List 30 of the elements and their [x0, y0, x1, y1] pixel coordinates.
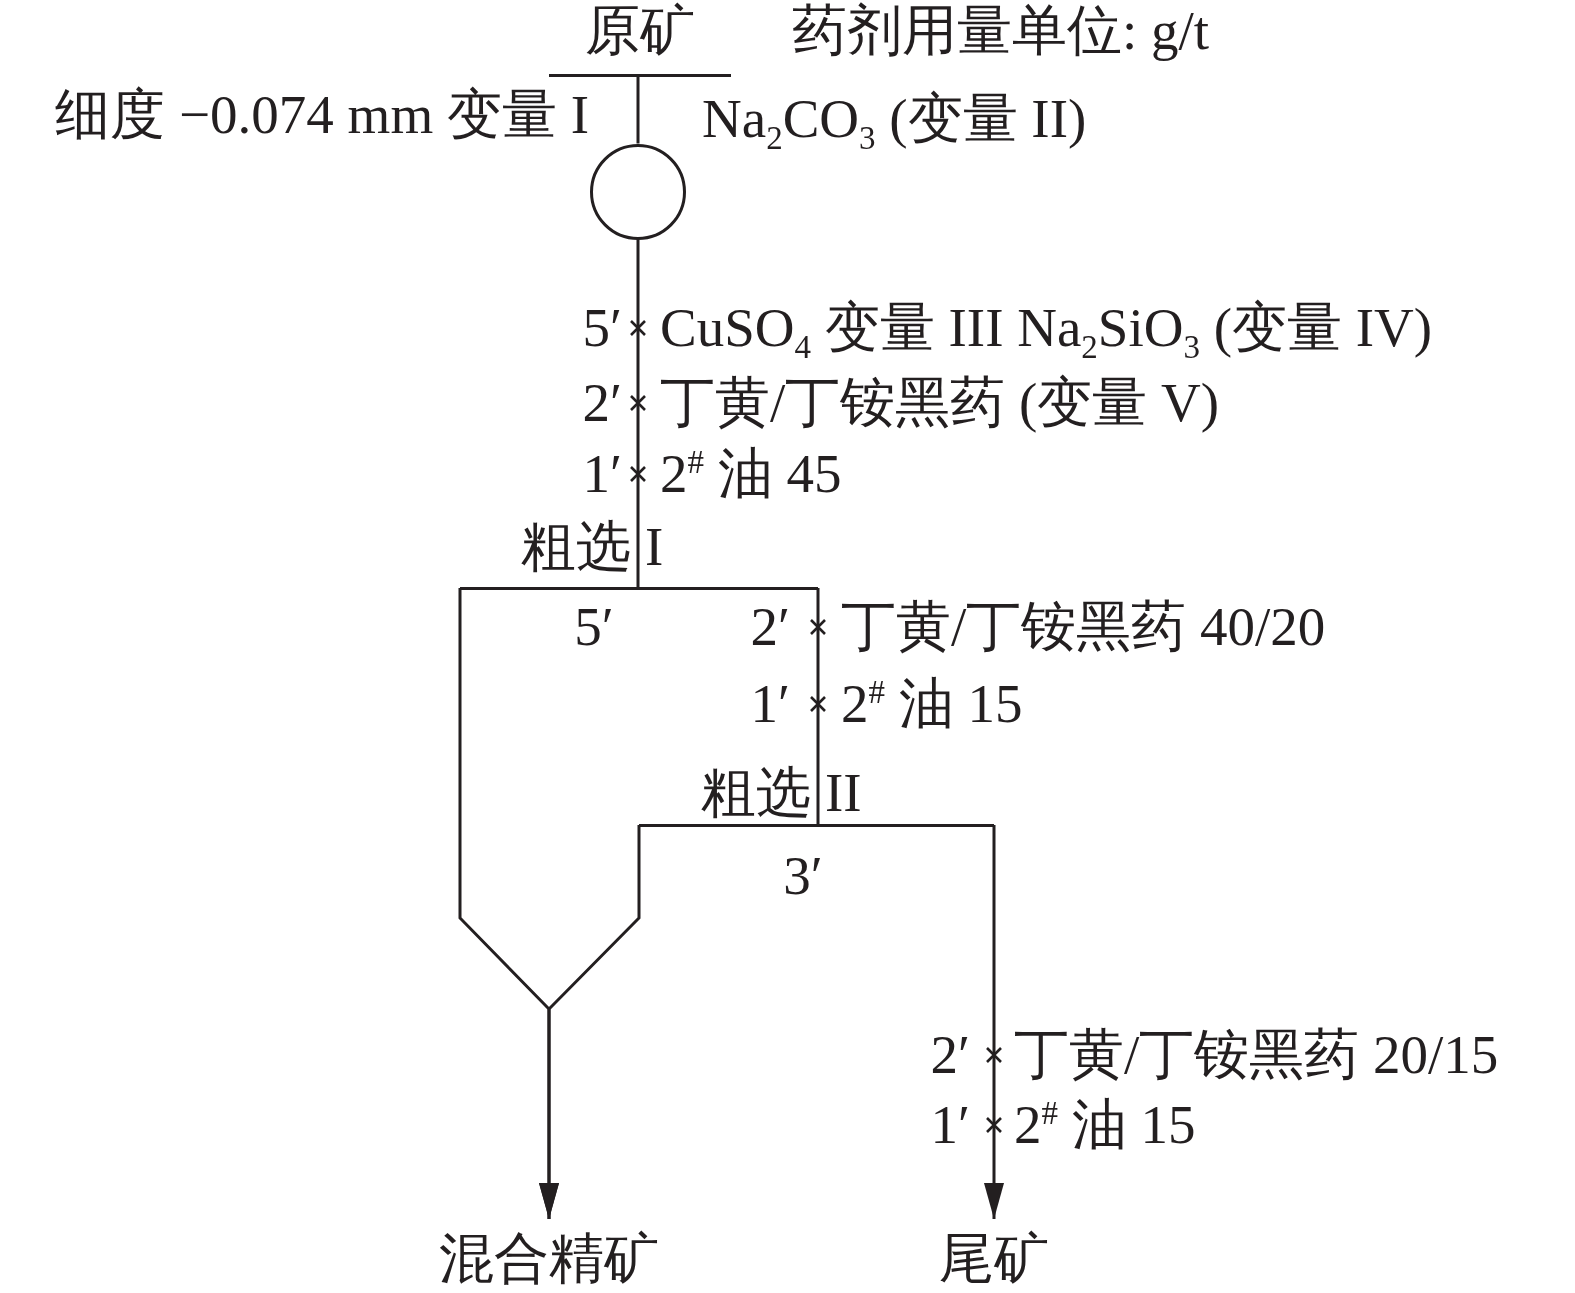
- reagent-label: 2$^{#}$ 油 45: [660, 443, 842, 505]
- feed-bar: 原矿: [549, 0, 731, 78]
- flow-line: [636, 76, 640, 144]
- stage-bar: 粗选 I: [460, 516, 818, 590]
- reagent-label: 丁黄/丁铵黑药 (变量 V): [660, 372, 1220, 434]
- time-label: 1′: [930, 1094, 970, 1156]
- time-label: 2′: [750, 596, 790, 658]
- time-label: 5′: [582, 297, 622, 359]
- product-label: 混合精矿: [439, 1219, 659, 1290]
- flow-arrow: [984, 825, 1004, 1219]
- product-label: 尾矿: [939, 1219, 1049, 1290]
- reagent-label: 2$^{#}$ 油 15: [1014, 1094, 1196, 1156]
- reagent-label: Na$_{2}$CO$_{3}$ (变量 II): [702, 88, 1087, 150]
- reagent-label: CuSO$_{4}$ 变量 III Na$_{2}$SiO$_{3}$ (变量 IV): [660, 297, 1433, 359]
- reagent-label: 丁黄/丁铵黑药 20/15: [1014, 1024, 1499, 1086]
- circle-symbol: [590, 143, 686, 240]
- time-label: 2′: [930, 1024, 970, 1086]
- time-label: 2′: [582, 372, 622, 434]
- duration-label: 5′: [574, 596, 614, 658]
- time-label: 1′: [750, 673, 790, 735]
- reagent-label: 丁黄/丁铵黑药 40/20: [841, 596, 1326, 658]
- duration-label: 3′: [783, 845, 823, 907]
- unit-note: 药剂用量单位: g/t: [792, 0, 1210, 62]
- time-label: 1′: [582, 443, 622, 505]
- flow-arrow: [539, 825, 641, 1219]
- reagent-label: 2$^{#}$ 油 15: [841, 673, 1023, 735]
- stage-bar: 粗选 II: [639, 762, 994, 827]
- flow-line: [636, 239, 640, 588]
- flow-line: [816, 588, 820, 825]
- fineness-label: 细度 −0.074 mm 变量 I: [55, 84, 589, 146]
